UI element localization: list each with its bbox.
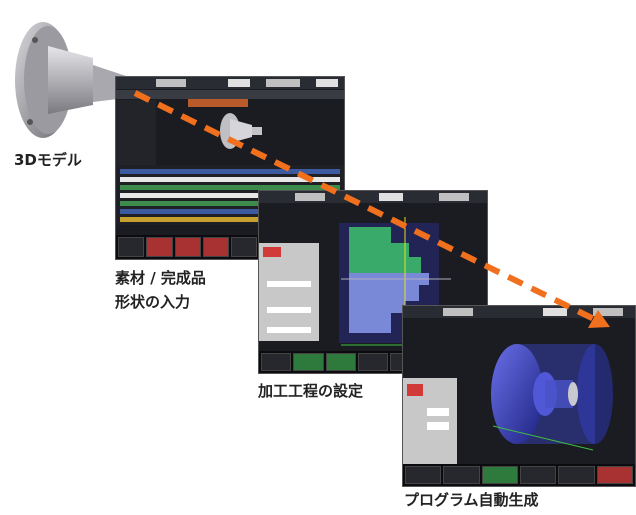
label-3d-model: 3Dモデル bbox=[14, 151, 82, 169]
softkey-bar[interactable] bbox=[403, 464, 635, 486]
flange-part-3d-icon bbox=[15, 22, 136, 138]
part-drawing bbox=[220, 113, 262, 149]
label-shape-input-line2: 形状の入力 bbox=[115, 293, 191, 311]
window-topbar bbox=[116, 77, 344, 89]
program-panel bbox=[403, 378, 457, 464]
window-topbar bbox=[403, 306, 635, 318]
label-shape-input-line1: 素材 / 完成品 bbox=[115, 269, 206, 287]
label-process-setting: 加工工程の設定 bbox=[258, 382, 364, 400]
window-topbar bbox=[259, 191, 487, 203]
generated-part-3d bbox=[491, 344, 613, 451]
label-auto-program: プログラム自動生成 bbox=[404, 491, 539, 509]
process-panel bbox=[259, 243, 319, 341]
window-auto-program bbox=[402, 305, 636, 487]
